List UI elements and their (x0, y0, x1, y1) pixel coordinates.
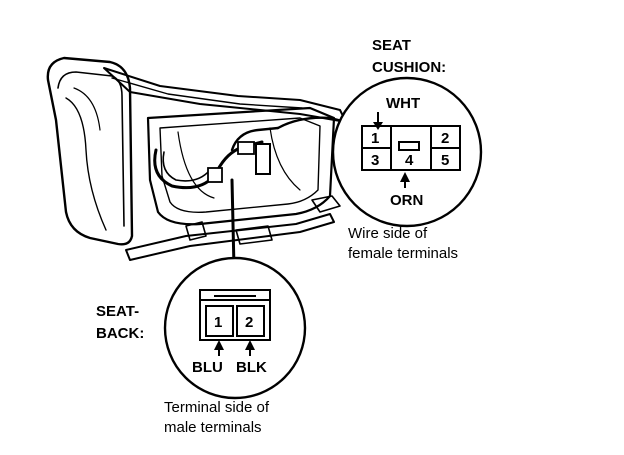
seat-harness (153, 116, 348, 270)
wire-color-wht: WHT (386, 95, 420, 112)
seat-cushion-callout-circle (331, 76, 483, 228)
seat-connector-a (237, 141, 255, 155)
seat-back-inner-contour (57, 71, 125, 227)
seat-back-caption-line1: Terminal side of (164, 399, 270, 416)
seatback-pin-1: 1 (214, 314, 222, 331)
cushion-pin-4: 4 (405, 152, 414, 169)
cushion-pin-2: 2 (441, 130, 449, 147)
seat-illustration (46, 56, 347, 261)
seat-back-title-line2: BACK: (96, 325, 144, 342)
seat-cushion-caption-line2: female terminals (348, 245, 458, 262)
seat-connector-b (255, 143, 271, 175)
seat-cushion-caption-line1: Wire side of (348, 225, 428, 242)
seat-back-connector-callout: SEAT- BACK: 1 2 BLU BLK Terminal side of… (96, 256, 307, 436)
seat-pan-curve (177, 131, 215, 199)
harness-branch-top (230, 126, 280, 152)
seat-back-callout-circle (163, 256, 307, 400)
male-connector (199, 289, 271, 341)
wire-color-blk: BLK (236, 359, 267, 376)
seat-frame-inner (159, 117, 321, 213)
seat-rail-foot (311, 195, 341, 213)
female-connector (361, 125, 461, 171)
harness-loop (153, 140, 264, 190)
wire-color-blu: BLU (192, 359, 223, 376)
wire-color-orn: ORN (390, 192, 423, 209)
seat-rail-front (125, 213, 335, 261)
seat-rail-rear (185, 221, 207, 241)
seat-back-caption-line2: male terminals (164, 419, 262, 436)
harness-to-seatback-connector (230, 178, 236, 270)
seat-pan-curve-2 (269, 127, 301, 191)
seat-cushion-connector-callout: SEAT CUSHION: WHT 1 2 3 4 5 ORN Wire sid… (331, 37, 483, 262)
seat-connector-c (207, 167, 223, 183)
seat-back-outline (46, 56, 134, 246)
cushion-pin-1: 1 (371, 130, 379, 147)
seat-back-padding-line-2 (73, 87, 101, 131)
harness-to-cushion-connector (276, 116, 348, 130)
seat-back-padding-line (65, 97, 107, 231)
seat-cushion-title-line1: SEAT (372, 37, 411, 54)
seat-rail-bracket (235, 225, 273, 245)
seatback-pin-2: 2 (245, 314, 253, 331)
harness-loop-inner (162, 151, 211, 182)
seat-cushion-title-line2: CUSHION: (372, 59, 446, 76)
seat-cushion-top-ridge (111, 77, 303, 109)
cushion-pin-5: 5 (441, 152, 449, 169)
cushion-pin-3: 3 (371, 152, 379, 169)
seat-back-title-line1: SEAT- (96, 303, 139, 320)
